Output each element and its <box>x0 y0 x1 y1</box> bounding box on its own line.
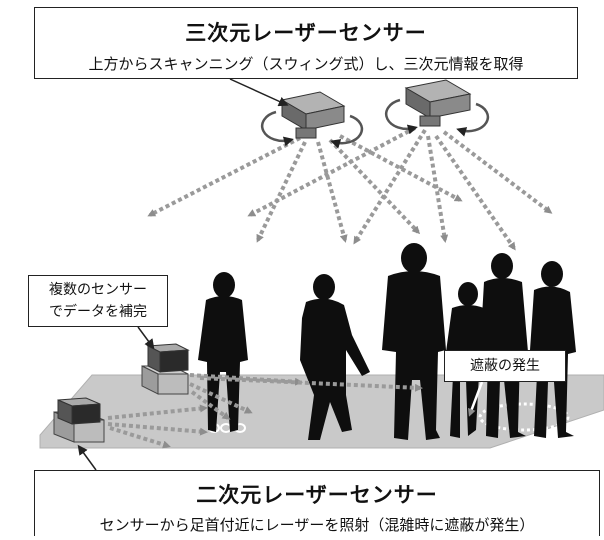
person-1 <box>198 272 248 432</box>
multi-sensor-callout: 複数のセンサー でデータを補完 <box>28 275 168 327</box>
multi-sensor-line1: 複数のセンサー <box>49 282 147 298</box>
2d-sensor-title: 二次元レーザーセンサー <box>196 483 438 507</box>
bottom-callout-pointer <box>77 444 97 471</box>
person-3 <box>382 243 446 440</box>
2d-sensor-description: センサーから足首付近にレーザーを照射（混雑時に遮蔽が発生） <box>99 516 535 534</box>
occlusion-pointer <box>468 381 484 417</box>
occlusion-ring <box>478 402 570 432</box>
occlusion-text: 遮蔽の発生 <box>470 358 540 374</box>
3d-sensor-title: 三次元レーザーセンサー <box>185 21 427 45</box>
2d-sensor-callout: 二次元レーザーセンサー センサーから足首付近にレーザーを照射（混雑時に遮蔽が発生… <box>34 470 600 536</box>
occlusion-callout: 遮蔽の発生 <box>444 350 566 382</box>
2d-sensor-back <box>141 343 190 395</box>
3d-sensor-description: 上方からスキャンニング（スウィング式）し、三次元情報を取得 <box>88 55 524 73</box>
2d-sensor-front <box>53 397 105 443</box>
3d-sensor-left <box>260 91 364 149</box>
side-callout-pointer <box>137 326 155 350</box>
top-callout-pointer <box>229 78 289 107</box>
2d-sensor-beams <box>107 373 423 449</box>
3d-sensor-right <box>384 79 490 137</box>
3d-sensor-callout: 三次元レーザーセンサー 上方からスキャンニング（スウィング式）し、三次元情報を取… <box>34 7 578 79</box>
multi-sensor-line2: でデータを補完 <box>49 304 147 320</box>
3d-sensor-beams <box>147 126 553 251</box>
person-2 <box>300 274 370 440</box>
